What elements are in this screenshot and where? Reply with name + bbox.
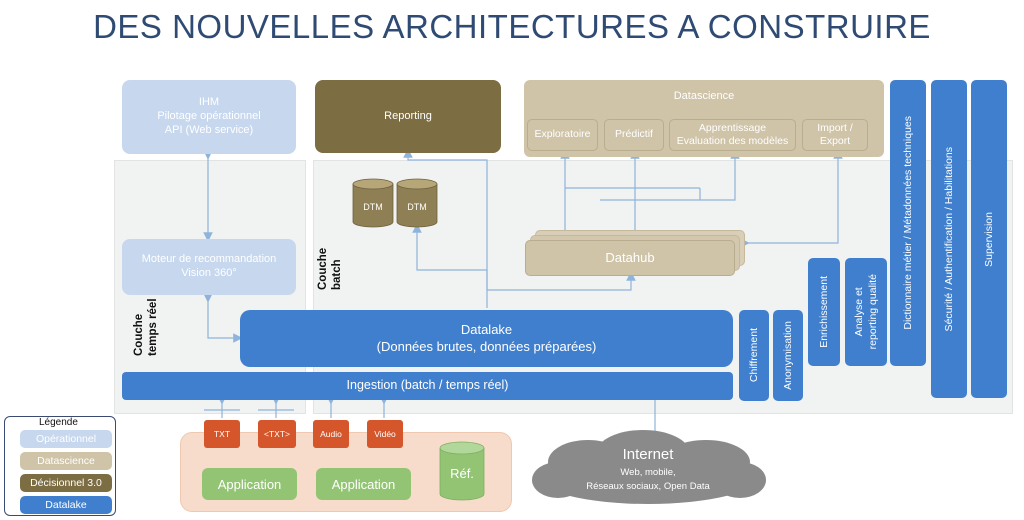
enrichissement-bar: Enrichissement bbox=[808, 258, 840, 366]
internet-line2: Réseaux sociaux, Open Data bbox=[586, 481, 710, 492]
dtm-reporting-link bbox=[403, 148, 488, 290]
enrichissement-label: Enrichissement bbox=[817, 276, 830, 348]
chiffrement-label: Chiffrement bbox=[747, 328, 760, 383]
source-tag-txt: TXT bbox=[204, 420, 240, 448]
chiffrement-bar: Chiffrement bbox=[739, 310, 769, 401]
application-box-2: Application bbox=[316, 468, 411, 500]
application-box-1: Application bbox=[202, 468, 297, 500]
anonymisation-bar: Anonymisation bbox=[773, 310, 803, 401]
ds-apprentissage: Apprentissage Evaluation des modèles bbox=[669, 119, 796, 151]
datalake-box: Datalake (Données brutes, données prépar… bbox=[240, 310, 733, 367]
anonymisation-label: Anonymisation bbox=[781, 321, 794, 390]
legend-datalake: Datalake bbox=[20, 496, 112, 514]
internet-title: Internet bbox=[622, 446, 674, 463]
supervision-bar: Supervision bbox=[971, 80, 1007, 398]
couche-batch-label: Couche batch bbox=[317, 247, 343, 290]
legend-decisionnel: Décisionnel 3.0 bbox=[20, 474, 112, 492]
legend-title: Légende bbox=[39, 417, 78, 428]
analyse-bar: Analyse et reporting qualité bbox=[845, 258, 887, 366]
moteur-box: Moteur de recommandation Vision 360° bbox=[122, 239, 296, 295]
datahub-apprentissage bbox=[600, 149, 740, 201]
source-tag-video: Vidéo bbox=[367, 420, 403, 448]
source-tag-txt-xml: <TXT> bbox=[258, 420, 296, 448]
datalake-subtitle: (Données brutes, données préparées) bbox=[376, 338, 597, 354]
analyse-label: Analyse et reporting qualité bbox=[852, 274, 879, 350]
reporting-box: Reporting bbox=[315, 80, 501, 153]
ihm-box: IHM Pilotage opérationnel API (Web servi… bbox=[122, 80, 296, 154]
ref-label: Réf. bbox=[450, 466, 474, 481]
source-tag-audio: Audio bbox=[313, 420, 349, 448]
datascience-group: Datascience Exploratoire Prédictif Appre… bbox=[524, 80, 884, 157]
datalake-dtm-link bbox=[412, 223, 488, 308]
dtm-cylinders bbox=[352, 178, 438, 228]
couche-temps-reel-label: Couche temps réel bbox=[133, 298, 159, 356]
legend-datascience: Datascience bbox=[20, 452, 112, 470]
dtm-cylinder-1 bbox=[352, 178, 394, 228]
legend-operationnel: Opérationnel bbox=[20, 430, 112, 448]
ds-predictif: Prédictif bbox=[604, 119, 664, 151]
ds-import-export: Import / Export bbox=[802, 119, 868, 151]
datalake-datahub-link bbox=[487, 271, 636, 291]
ingestion-bar: Ingestion (batch / temps réel) bbox=[122, 372, 733, 400]
securite-bar: Sécurité / Authentification / Habilitati… bbox=[931, 80, 967, 398]
dtm-cylinder-2 bbox=[396, 178, 438, 228]
dtm-label-1: DTM bbox=[363, 202, 383, 212]
moteur-datalake-link bbox=[203, 293, 243, 343]
dtm-label-2: DTM bbox=[407, 202, 427, 212]
ds-exploratoire: Exploratoire bbox=[527, 119, 598, 151]
internet-cloud bbox=[532, 430, 766, 504]
page-title: DES NOUVELLES ARCHITECTURES A CONSTRUIRE bbox=[93, 8, 931, 45]
internet-line1: Web, mobile, bbox=[620, 467, 676, 478]
dictionnaire-bar: Dictionnaire métier / Métadonnées techni… bbox=[890, 80, 926, 366]
supervision-label: Supervision bbox=[982, 211, 995, 267]
securite-label: Sécurité / Authentification / Habilitati… bbox=[942, 146, 955, 332]
datahub-box: Datahub bbox=[525, 240, 735, 276]
datascience-title: Datascience bbox=[673, 90, 735, 102]
ref-cylinder bbox=[439, 441, 485, 501]
dictionnaire-label: Dictionnaire métier / Métadonnées techni… bbox=[901, 116, 914, 330]
datalake-title: Datalake bbox=[460, 322, 513, 338]
datahub-import bbox=[740, 149, 843, 248]
